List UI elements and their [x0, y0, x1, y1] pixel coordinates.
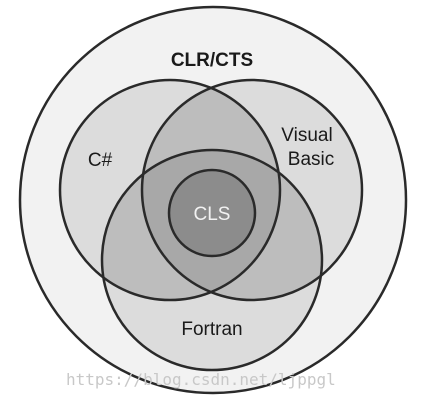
csharp-outline	[58, 78, 282, 302]
cls-circle	[167, 168, 257, 258]
cls-label: CLS	[194, 204, 231, 225]
visual-basic-label-line2: Basic	[288, 149, 334, 170]
triple-overlap	[142, 150, 280, 300]
visual-basic-outline	[140, 78, 364, 302]
fortran-outline	[100, 148, 324, 372]
watermark-text: https://blog.csdn.net/ljppgl	[66, 370, 336, 389]
clr-cts-label: CLR/CTS	[171, 50, 253, 71]
visual-basic-label-line1: Visual	[281, 125, 332, 146]
csharp-label: C#	[88, 150, 113, 171]
fortran-label: Fortran	[181, 319, 242, 340]
